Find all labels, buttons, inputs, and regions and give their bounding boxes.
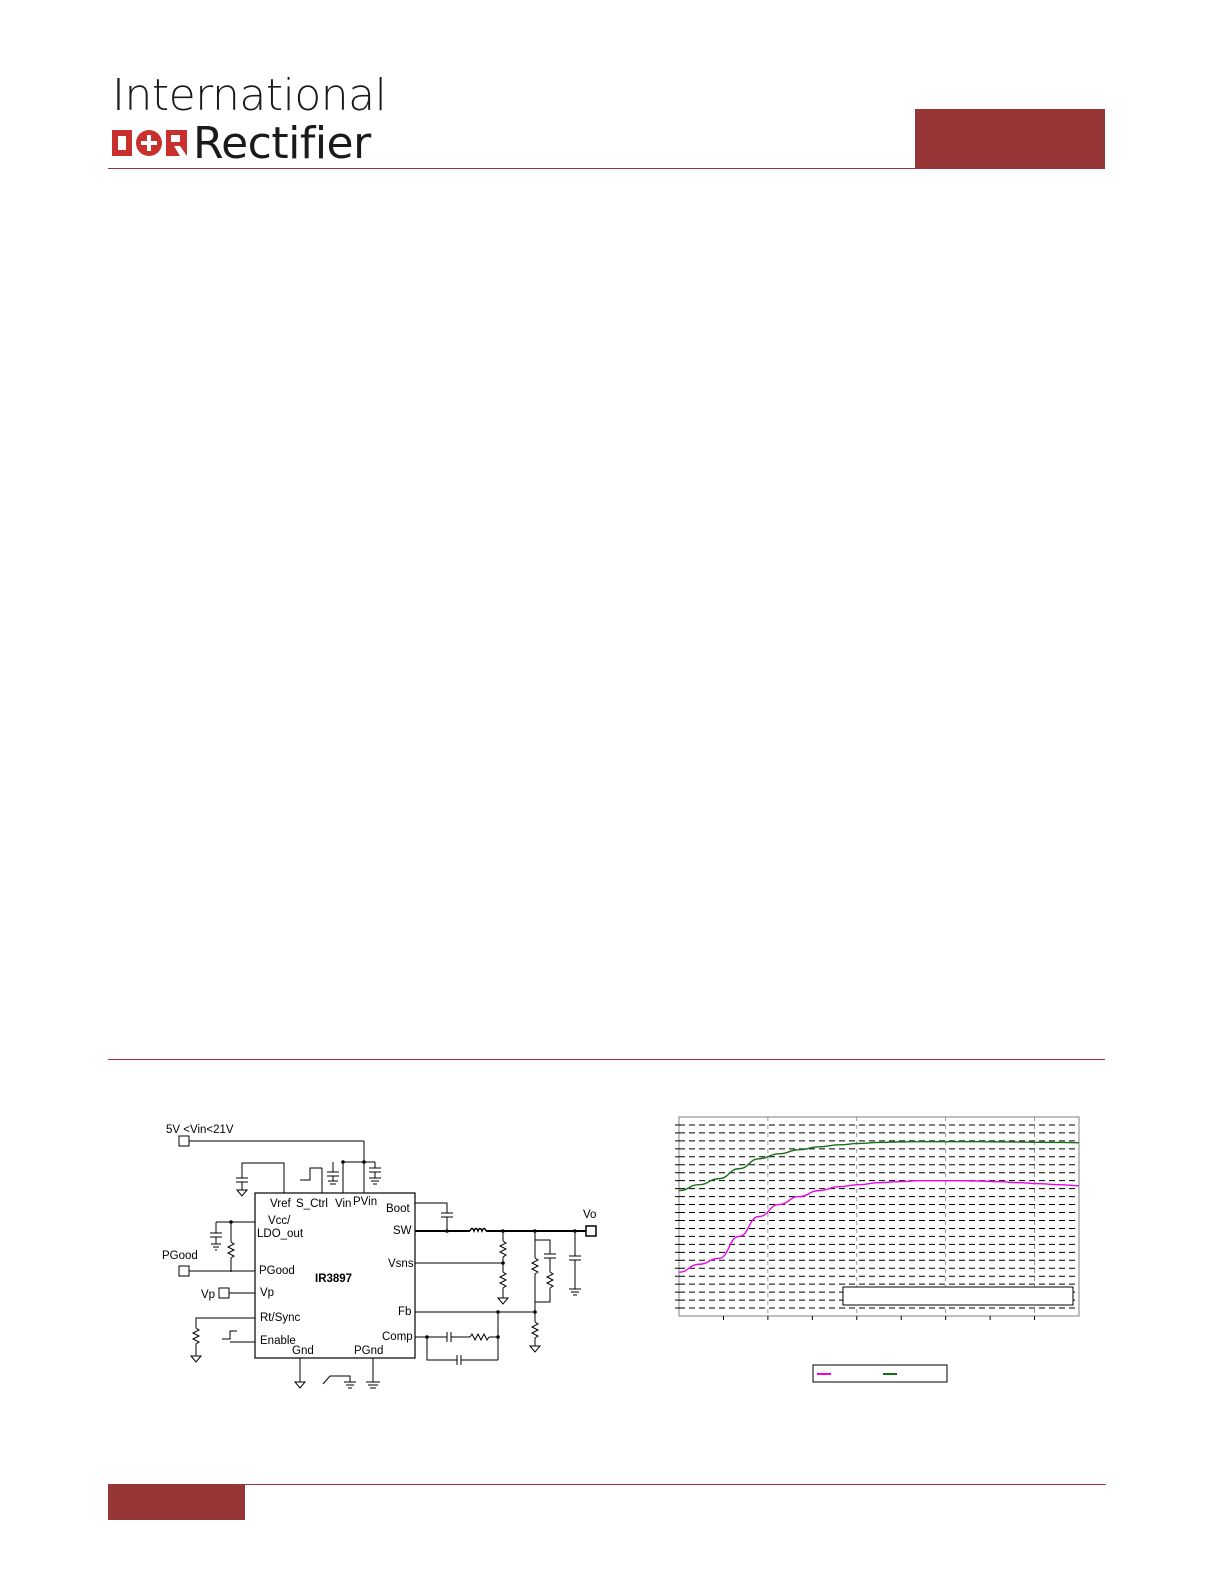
pin-pvin: PVin: [353, 1196, 377, 1208]
vo-label: Vo: [583, 1209, 596, 1221]
vin-range-label: 5V <Vin<21V: [166, 1124, 234, 1136]
efficiency-chart: [675, 1116, 1080, 1383]
pin-fb: Fb: [398, 1306, 411, 1318]
series-line-2: [678, 1140, 1080, 1192]
pin-rt-sync: Rt/Sync: [260, 1312, 301, 1324]
pin-pgood: PGood: [259, 1265, 295, 1277]
section-divider: [108, 1059, 1105, 1060]
footer-accent-block: [108, 1484, 245, 1520]
application-circuit-diagram: 5V <Vin<21V Vref S_Ctrl Vin PVin Boot Vc…: [162, 1124, 597, 1389]
header-accent-block: [915, 109, 1105, 169]
vp-label: Vp: [201, 1289, 215, 1301]
pin-enable: Enable: [260, 1335, 296, 1347]
pin-comp: Comp: [382, 1331, 413, 1343]
pin-sw: SW: [393, 1225, 412, 1237]
chart-annotation-box: [842, 1286, 1074, 1306]
pin-s-ctrl: S_Ctrl: [296, 1198, 328, 1210]
pin-vsns: Vsns: [388, 1258, 414, 1270]
ior-logo-icon: [112, 130, 187, 156]
pin-vcc: Vcc/: [268, 1215, 291, 1227]
series-line-1: [678, 1179, 1080, 1273]
pin-boot: Boot: [386, 1203, 410, 1215]
footer-divider: [108, 1484, 1106, 1485]
plot-area-frame: [678, 1116, 1080, 1317]
chart-legend: [812, 1364, 948, 1383]
pin-vin: Vin: [335, 1198, 351, 1210]
logo-international-text: International: [112, 70, 387, 121]
pin-vref: Vref: [270, 1198, 291, 1210]
pin-gnd: Gnd: [292, 1345, 314, 1357]
pin-pgnd: PGnd: [354, 1345, 383, 1357]
pin-vp: Vp: [260, 1287, 274, 1299]
pgood-label: PGood: [162, 1250, 198, 1262]
pin-ldo-out: LDO_out: [257, 1228, 304, 1240]
chip-name: IR3897: [315, 1273, 352, 1285]
header-divider: [108, 168, 1105, 169]
logo-rectifier-text: Rectifier: [193, 118, 371, 169]
